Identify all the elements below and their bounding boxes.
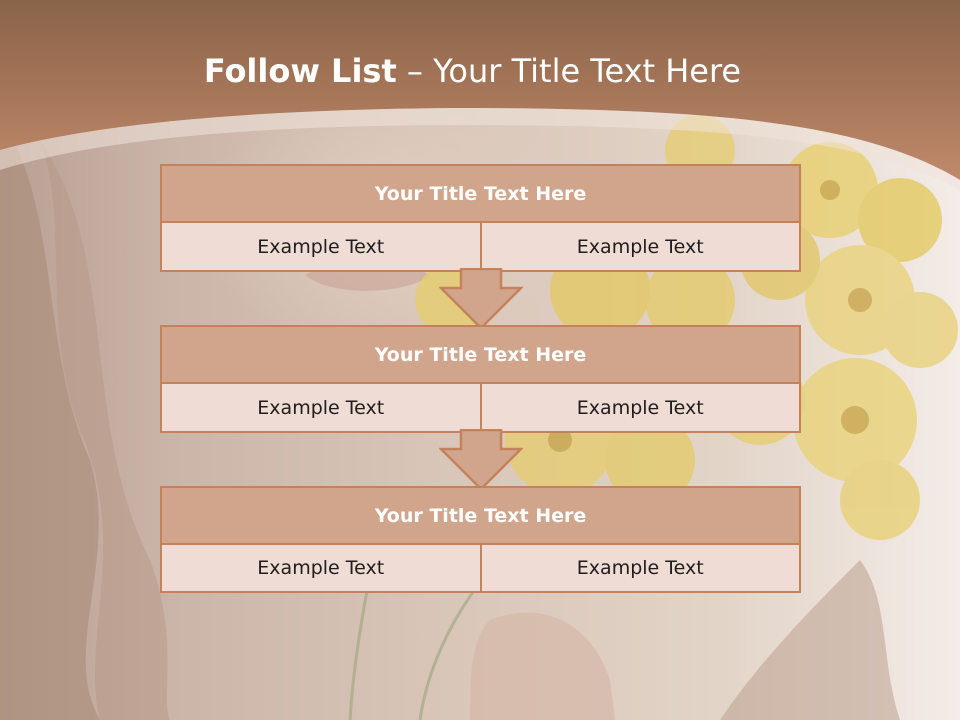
down-arrow-icon <box>439 268 523 330</box>
step-box-1: Your Title Text Here Example Text Exampl… <box>160 164 801 272</box>
step-1-left-text: Example Text <box>257 235 385 258</box>
slide-title-bold: Follow List <box>203 52 397 90</box>
step-1-right-text: Example Text <box>479 223 800 270</box>
step-3-right-text: Example Text <box>479 545 800 591</box>
down-arrow-icon <box>439 429 523 491</box>
step-2-right-text: Example Text <box>479 384 800 431</box>
step-title-2: Your Title Text Here <box>162 327 799 384</box>
step-box-3: Your Title Text Here Example Text Exampl… <box>160 486 801 593</box>
step-3-left-text: Example Text <box>257 557 385 579</box>
step-title-1: Your Title Text Here <box>162 166 799 223</box>
step-box-2: Your Title Text Here Example Text Exampl… <box>160 325 801 433</box>
step-title-3: Your Title Text Here <box>162 488 799 545</box>
step-2-left-text: Example Text <box>257 396 385 419</box>
slide-title: Follow List – Your Title Text Here <box>0 52 945 90</box>
slide-title-rest: – Your Title Text Here <box>396 52 742 90</box>
